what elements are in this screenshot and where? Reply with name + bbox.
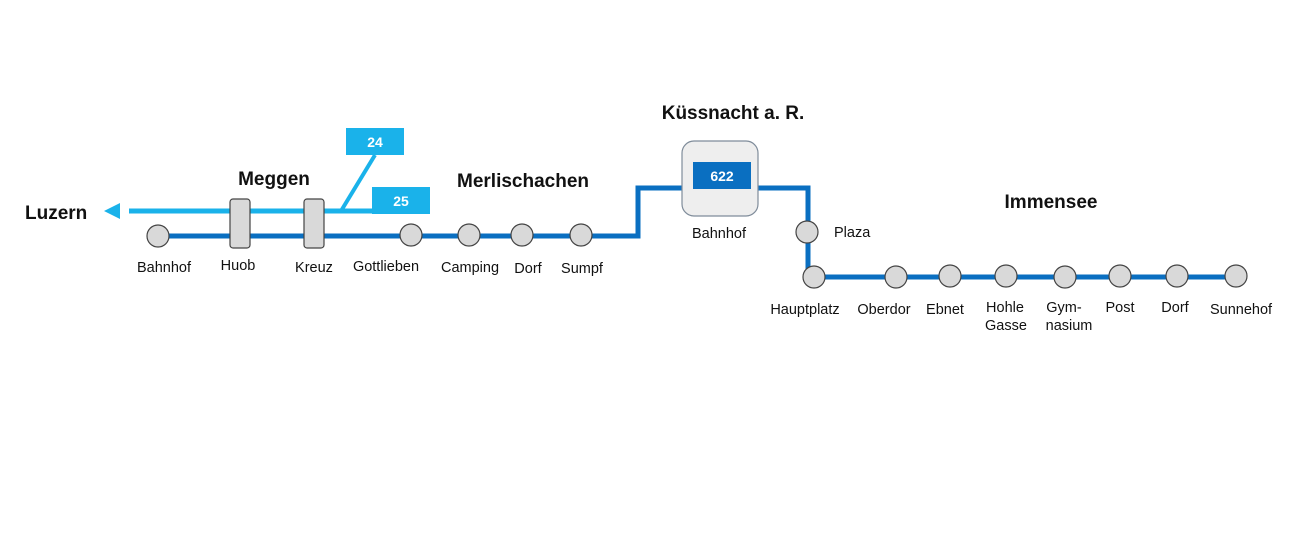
stop-label-hauptplatz: Hauptplatz <box>770 302 839 318</box>
stop-label-huob: Huob <box>221 258 256 274</box>
town-label-kuessnacht: Küssnacht a. R. <box>662 103 805 124</box>
badge-line-622-label: 622 <box>710 168 734 184</box>
line-24-branch <box>339 153 377 213</box>
town-label-luzern: Luzern <box>25 203 87 224</box>
town-label-merlischachen: Merlischachen <box>457 171 589 192</box>
stop-label-ebnet: Ebnet <box>926 302 964 318</box>
stop-marker-kreuz <box>303 198 325 249</box>
luzern-arrow-icon <box>104 203 120 219</box>
town-label-meggen: Meggen <box>238 169 310 190</box>
stop-marker-dorf-merlischachen <box>510 223 534 247</box>
stop-label-dorf-immensee: Dorf <box>1161 300 1189 316</box>
stop-label-sumpf: Sumpf <box>561 261 604 277</box>
stop-label-hohle-gasse-line2: Gasse <box>985 318 1027 334</box>
badge-line-622: 622 <box>693 162 751 189</box>
stop-label-gottlieben: Gottlieben <box>353 259 419 275</box>
stop-label-post: Post <box>1105 300 1134 316</box>
stop-label-camping: Camping <box>441 260 499 276</box>
stop-label-oberdor: Oberdor <box>857 302 910 318</box>
stop-label-plaza: Plaza <box>834 225 871 241</box>
stop-label-bahnhof-meggen: Bahnhof <box>137 260 192 276</box>
stop-marker-hauptplatz <box>802 265 826 289</box>
stop-label-gymnasium-line1: Gym- <box>1046 300 1082 316</box>
stop-marker-bahnhof-meggen <box>146 224 170 248</box>
stop-label-sunnehof: Sunnehof <box>1210 302 1273 318</box>
badge-line-25: 25 <box>372 187 430 214</box>
stop-marker-plaza <box>795 220 819 244</box>
stop-label-gymnasium-line2: nasium <box>1046 318 1093 334</box>
badge-line-25-label: 25 <box>393 193 409 209</box>
stop-marker-gymnasium <box>1053 265 1077 289</box>
stop-marker-sunnehof <box>1224 264 1248 288</box>
stop-marker-gottlieben <box>399 223 423 247</box>
stop-label-kreuz: Kreuz <box>295 260 333 276</box>
stop-label-hohle-gasse-line1: Hohle <box>986 300 1024 316</box>
stop-marker-huob <box>229 198 251 249</box>
badge-line-24-label: 24 <box>367 134 383 150</box>
stop-marker-dorf-immensee <box>1165 264 1189 288</box>
stop-marker-sumpf <box>569 223 593 247</box>
stop-marker-ebnet <box>938 264 962 288</box>
stop-marker-camping <box>457 223 481 247</box>
stop-label-dorf-merlischachen: Dorf <box>514 261 542 277</box>
stop-marker-post <box>1108 264 1132 288</box>
stop-marker-hohle-gasse <box>994 264 1018 288</box>
stop-label-bahnhof-kuessnacht: Bahnhof <box>692 226 747 242</box>
stop-marker-oberdor <box>884 265 908 289</box>
town-label-immensee: Immensee <box>1005 192 1098 213</box>
badge-line-24: 24 <box>346 128 404 155</box>
